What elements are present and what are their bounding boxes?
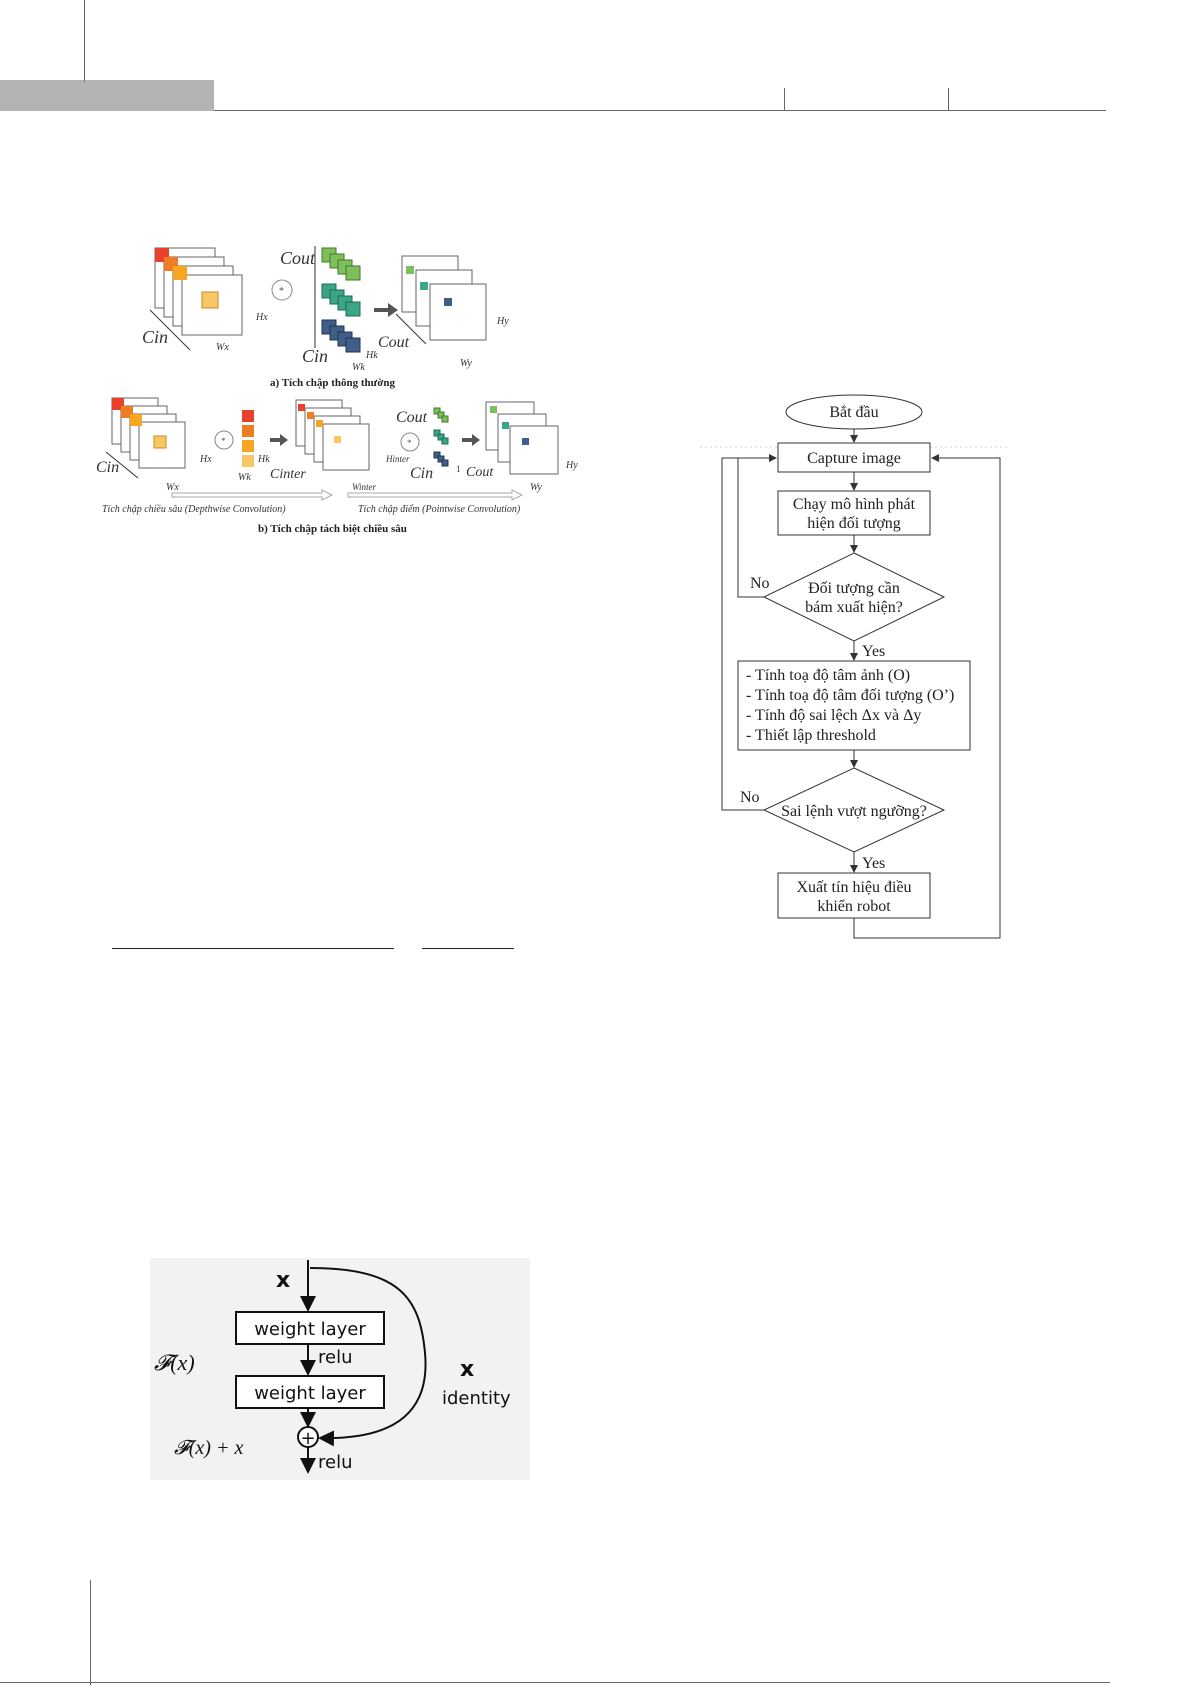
weight-layer-1-label: weight layer bbox=[254, 1319, 366, 1340]
kernel-stack-green bbox=[321, 247, 361, 281]
conv-operator-symbol-b1: * bbox=[221, 436, 226, 446]
cinter-label: Cinter bbox=[270, 467, 306, 482]
identity-shortcut bbox=[309, 1267, 427, 1447]
no-loop-2 bbox=[721, 457, 776, 811]
kernel-stack-teal bbox=[321, 283, 361, 317]
cout-label-b: Cout bbox=[396, 409, 428, 426]
decision2-label: Sai lệnh vượt ngưỡng? bbox=[781, 803, 927, 820]
decision1-line2: bám xuất hiện? bbox=[805, 599, 903, 616]
start-label: Bắt đầu bbox=[829, 404, 878, 421]
header-tick-1 bbox=[784, 88, 785, 110]
arrow-right-icon-b2 bbox=[462, 434, 480, 446]
caption-a: a) Tích chập thông thường bbox=[270, 377, 395, 389]
residual-block-figure: x weight layer relu 𝓕(x) weight layer + … bbox=[150, 1258, 530, 1480]
process-line-1: - Tính toạ độ tâm ảnh (O) bbox=[746, 667, 910, 684]
cin-label-a2: Cin bbox=[302, 346, 328, 366]
wk-label-a: Wk bbox=[352, 362, 365, 373]
identity-label: identity bbox=[442, 1388, 511, 1409]
run-model-line1: Chạy mô hình phát bbox=[793, 496, 916, 513]
wy-label-a: Wy bbox=[460, 358, 472, 369]
header-tick-2 bbox=[948, 88, 949, 110]
caption-b: b) Tích chập tách biệt chiều sâu bbox=[258, 523, 407, 535]
run-model-box bbox=[777, 490, 931, 536]
no-label-1: No bbox=[750, 575, 770, 592]
relu-out-label: relu bbox=[318, 1452, 353, 1473]
fx-label: 𝓕(x) bbox=[154, 1350, 195, 1375]
footer-horizontal-rule bbox=[0, 1682, 1110, 1683]
output-feature-stack-a bbox=[401, 255, 487, 341]
footnote-rule-1 bbox=[112, 948, 394, 949]
output-line2: khiển robot bbox=[817, 898, 891, 915]
output-signal-box bbox=[777, 872, 931, 919]
relu-mid-label: relu bbox=[318, 1347, 353, 1368]
cin-label-b2: Cin bbox=[410, 465, 433, 482]
conv-operator-a bbox=[271, 279, 293, 301]
no-label-2: No bbox=[740, 789, 760, 806]
run-model-line2: hiện đối tượng bbox=[807, 515, 901, 532]
one-label: 1 bbox=[456, 464, 461, 474]
hinter-label: Hinter bbox=[385, 454, 410, 464]
cin-label-a: Cin bbox=[142, 327, 168, 347]
conv-operator-symbol-b2: * bbox=[407, 438, 412, 448]
fx-plus-x-label: 𝓕(x) + x bbox=[174, 1437, 243, 1459]
wk-label-b: Wk bbox=[238, 472, 251, 483]
x-input-label: x bbox=[276, 1268, 290, 1293]
conv-operator-symbol-a: * bbox=[279, 286, 284, 297]
cin-label-b: Cin bbox=[96, 459, 119, 476]
output-feature-stack-b bbox=[485, 401, 559, 475]
weight-layer-2-label: weight layer bbox=[254, 1383, 366, 1404]
hx-label-a: Hx bbox=[255, 312, 268, 323]
yes-label-2: Yes bbox=[862, 855, 885, 872]
kernel-stack-blue bbox=[321, 319, 361, 353]
conv-operator-b2 bbox=[400, 432, 420, 452]
flowchart: Bắt đầu Capture image Chạy mô hình phát … bbox=[700, 394, 1010, 939]
pointwise-kernels bbox=[433, 407, 449, 467]
hx-label-b: Hx bbox=[199, 454, 212, 465]
plus-symbol: + bbox=[300, 1428, 315, 1449]
pointwise-arrow bbox=[347, 489, 524, 501]
depthwise-kernels bbox=[242, 410, 254, 467]
winter-label: Winter bbox=[352, 482, 376, 492]
cout-label-b2: Cout bbox=[466, 465, 494, 480]
residual-figure-background bbox=[150, 1258, 530, 1480]
hy-label-b: Hy bbox=[565, 460, 578, 471]
pointwise-label: Tích chập điểm (Pointwise Convolution) bbox=[358, 504, 521, 515]
decision-object-appears bbox=[762, 552, 946, 642]
depthwise-arrow bbox=[171, 489, 334, 501]
input-feature-stack-b bbox=[111, 397, 186, 469]
arrow-right-icon-b1 bbox=[270, 434, 288, 446]
hy-label-a: Hy bbox=[496, 316, 509, 327]
process-line-2: - Tính toạ độ tâm đối tượng (O’) bbox=[746, 687, 954, 704]
header-gray-bar bbox=[0, 80, 214, 111]
cout-label-a2: Cout bbox=[378, 334, 410, 351]
wx-label-a: Wx bbox=[216, 342, 229, 353]
process-line-4: - Thiết lập threshold bbox=[746, 727, 876, 744]
process-line-3: - Tính độ sai lệch Δx và Δy bbox=[746, 707, 921, 724]
conv-operator-b1 bbox=[214, 430, 234, 450]
wx-label-b: Wx bbox=[166, 482, 179, 493]
cout-label-a: Cout bbox=[280, 248, 316, 268]
return-loop bbox=[853, 454, 1001, 939]
hk-label-a: Hk bbox=[365, 350, 378, 361]
header-vertical-rule bbox=[84, 0, 85, 82]
x-identity-label: x bbox=[460, 1357, 474, 1382]
convolution-figure: Cin Hx Wx * Cout Cin Hk Wk Cout Hy Wy a)… bbox=[96, 246, 578, 535]
capture-image-label: Capture image bbox=[807, 450, 901, 467]
arrow-right-icon-a bbox=[374, 303, 398, 317]
wy-label-b: Wy bbox=[530, 482, 542, 493]
hk-label-b: Hk bbox=[257, 454, 270, 465]
capture-image-box bbox=[777, 442, 931, 473]
output-line1: Xuất tín hiệu điều bbox=[796, 879, 911, 896]
footer-vertical-rule bbox=[90, 1580, 91, 1685]
decision1-line1: Đối tượng cần bbox=[808, 580, 900, 597]
footnote-rule-2 bbox=[422, 948, 514, 949]
weight-layer-1 bbox=[235, 1311, 385, 1345]
weight-layer-2 bbox=[235, 1375, 385, 1409]
header-horizontal-rule bbox=[214, 110, 1106, 111]
yes-label-1: Yes bbox=[862, 643, 885, 660]
intermediate-feature-stack bbox=[295, 399, 370, 471]
input-feature-stack-a bbox=[154, 247, 243, 336]
depthwise-label: Tích chập chiều sâu (Depthwise Convoluti… bbox=[102, 504, 286, 515]
